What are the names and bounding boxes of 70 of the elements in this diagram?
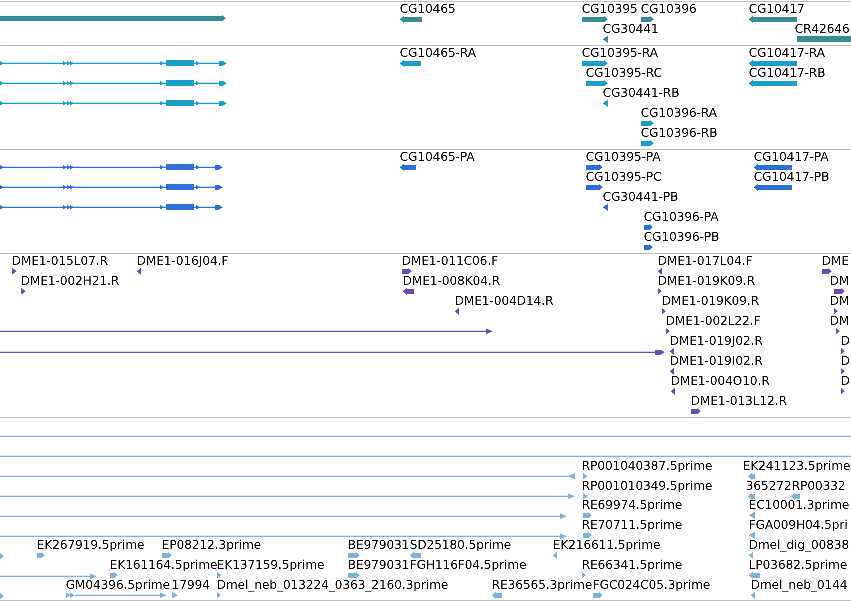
protein-label: CG10395-PC	[586, 171, 662, 183]
est-label: GM04396.5prime	[66, 579, 170, 591]
transcript-label: CG10396-RA	[641, 107, 718, 119]
clone-label: DME1-017L04.F	[658, 255, 753, 267]
clone-label: DME1-019I02.R	[670, 355, 764, 367]
est-label: BE979031	[348, 539, 410, 551]
est-label: Dmel_neb_0144	[751, 579, 848, 591]
est-label: EP08212.3prime	[162, 539, 262, 551]
gene-label: CG30441	[603, 23, 659, 35]
est-label: EC10001.3prime	[749, 499, 850, 511]
est-label: FGC024C05.3prime	[593, 579, 711, 591]
clone-label: DME1-002L22.F	[666, 315, 761, 327]
clone-label: DME1-019K09.R	[658, 275, 756, 287]
protein-label: CG30441-PB	[603, 191, 679, 203]
protein-label: CG10395-PA	[586, 151, 661, 163]
clone-label: DME1-019K09.R	[662, 295, 760, 307]
clone-label: DME1-011C06.F	[402, 255, 498, 267]
est-label: RP001010349.5prime	[582, 480, 713, 492]
clone-label: DME1-019J02.R	[670, 335, 764, 347]
clone-label: DM	[830, 295, 850, 307]
clone-label: DM	[830, 275, 850, 287]
clone-label: D	[841, 375, 850, 387]
gene-label: CG10417	[749, 3, 805, 15]
est-label: EK216611.5prime	[553, 539, 661, 551]
clone-label: D	[841, 355, 850, 367]
est-label: EK161164.5prime	[110, 559, 218, 571]
gene-label: CR42646	[795, 23, 850, 35]
est-label: RP00332	[792, 480, 846, 492]
est-label: Dmel_dig_00838	[749, 539, 850, 551]
transcript-label: CG10417-RB	[749, 67, 826, 79]
est-label: RE70711.5prime	[582, 519, 682, 531]
clone-label: D	[841, 335, 850, 347]
est-label: Dmel_neb_013224_0363_2160.3prime	[217, 579, 449, 591]
est-label: RE66341.5prime	[582, 559, 682, 571]
gene-label: CG10465	[400, 3, 456, 15]
est-label: EK241123.5prime	[743, 460, 851, 472]
clone-label: DME1-016J04.F	[137, 255, 229, 267]
est-label: RP001040387.5prime	[582, 460, 713, 472]
protein-label: CG10396-PA	[644, 211, 719, 223]
transcript-label: CG10395-RC	[586, 67, 662, 79]
est-label: 17994	[172, 579, 210, 591]
protein-label: CG10417-PA	[754, 151, 829, 163]
est-label: SD25180.5prime	[410, 539, 512, 551]
est-label: LP03682.5prime	[749, 559, 848, 571]
clone-label: DME1-013L12.R	[691, 395, 788, 407]
est-label: FGA009H04.5pri	[749, 519, 848, 531]
transcript-label: CG10395-RA	[582, 47, 658, 59]
gene-label: CG10396	[641, 3, 697, 15]
protein-label: CG10396-PB	[644, 231, 720, 243]
est-label: 365272	[746, 480, 792, 492]
protein-label: CG10465-PA	[400, 151, 475, 163]
est-label: FGH116F04.5prime	[410, 559, 527, 571]
transcript-label: CG10417-RA	[749, 47, 826, 59]
clone-label: DME1-008K04.R	[403, 275, 500, 287]
est-label: BE979031	[348, 559, 410, 571]
clone-label: DME	[822, 255, 850, 267]
est-label: RE69974.5prime	[582, 499, 682, 511]
transcript-label: CG30441-RB	[603, 87, 680, 99]
clone-label: DME1-004D14.R	[455, 295, 554, 307]
est-label: EK267919.5prime	[37, 539, 145, 551]
clone-label: DM	[830, 315, 850, 327]
clone-label: DME1-004O10.R	[671, 375, 770, 387]
transcript-label: CG10396-RB	[641, 127, 718, 139]
protein-label: CG10417-PB	[754, 171, 830, 183]
gene-label: CG10395	[582, 3, 638, 15]
est-label: RE36565.3prime	[492, 579, 592, 591]
est-label: EK137159.5prime	[217, 559, 325, 571]
transcript-label: CG10465-RA	[400, 47, 476, 59]
clone-label: DME1-015L07.R	[12, 255, 108, 267]
clone-label: DME1-002H21.R	[21, 275, 120, 287]
